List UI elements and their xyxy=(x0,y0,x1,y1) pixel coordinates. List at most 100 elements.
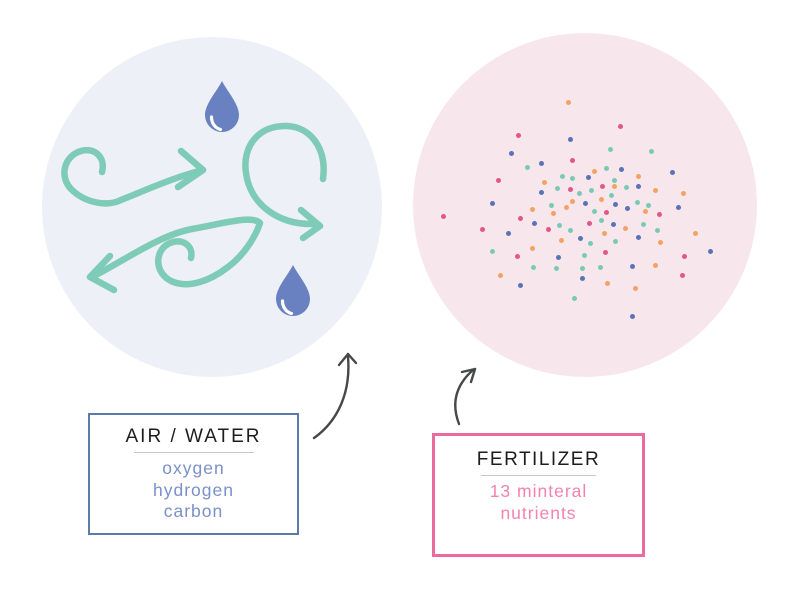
air-water-item-hydrogen: hydrogen xyxy=(153,479,234,500)
nutrient-dot xyxy=(577,235,583,241)
nutrient-dot xyxy=(567,227,573,233)
nutrient-dot xyxy=(681,253,687,259)
divider xyxy=(133,452,254,453)
water-droplet-icon xyxy=(276,265,310,316)
nutrient-dot xyxy=(610,221,616,227)
fertilizer-title: FERTILIZER xyxy=(476,449,601,470)
nutrient-dot xyxy=(601,230,607,236)
nutrient-dot xyxy=(634,199,640,205)
nutrient-dot xyxy=(617,123,623,129)
fertilizer-label-box: FERTILIZER 13 minteral nutrients xyxy=(432,433,645,557)
nutrient-dot xyxy=(563,204,569,210)
divider xyxy=(481,475,596,476)
nutrient-dot xyxy=(622,225,628,231)
nutrient-dot xyxy=(515,132,521,138)
nutrient-dot xyxy=(588,187,594,193)
nutrient-dot xyxy=(657,239,663,245)
nutrient-dot xyxy=(597,264,603,270)
air-water-circle xyxy=(42,37,382,377)
nutrient-dot xyxy=(645,202,651,208)
nutrient-dot xyxy=(648,148,654,154)
nutrient-dot xyxy=(517,215,523,221)
nutrient-dot xyxy=(624,205,630,211)
nutrient-dot xyxy=(489,248,495,254)
nutrient-dot xyxy=(604,280,610,286)
nutrient-dot xyxy=(508,150,514,156)
nutrient-dot xyxy=(599,183,605,189)
nutrient-dot xyxy=(652,187,658,193)
nutrient-dot xyxy=(669,169,675,175)
nutrient-dot xyxy=(479,226,485,232)
nutrient-dot xyxy=(582,200,588,206)
nutrient-dot xyxy=(538,189,544,195)
nutrient-dot xyxy=(567,136,573,142)
nutrient-dot xyxy=(654,227,660,233)
nutrient-dot xyxy=(579,265,585,271)
nutrient-dot xyxy=(603,165,609,171)
nutrient-dot xyxy=(524,164,530,170)
nutrient-dot xyxy=(567,186,573,192)
nutrient-dot xyxy=(569,175,575,181)
nutrient-dot xyxy=(517,282,523,288)
nutrient-dot xyxy=(692,230,698,236)
air-water-title: AIR / WATER xyxy=(125,426,262,447)
nutrient-dot xyxy=(559,173,565,179)
nutrient-dot xyxy=(612,201,618,207)
nutrient-dot xyxy=(581,252,587,258)
nutrient-dot xyxy=(550,210,556,216)
nutrient-dot xyxy=(680,190,686,196)
nutrient-dot xyxy=(541,179,547,185)
nutrient-dot xyxy=(642,208,648,214)
nutrient-dot xyxy=(571,295,577,301)
nutrient-dot xyxy=(635,173,641,179)
nutrient-dot xyxy=(635,183,641,189)
nutrient-dot xyxy=(623,184,629,190)
nutrient-dot xyxy=(565,99,571,105)
nutrient-dot xyxy=(652,262,658,268)
nutrient-dot xyxy=(569,157,575,163)
nutrient-dot xyxy=(608,192,614,198)
nutrient-dot xyxy=(569,198,575,204)
nutrient-dot xyxy=(635,234,641,240)
nutrient-dot xyxy=(529,245,535,251)
air-water-pointer-arrow-icon xyxy=(312,352,358,440)
nutrient-dot xyxy=(529,206,535,212)
nutrient-dot xyxy=(555,254,561,260)
wind-loop-icon xyxy=(242,122,327,242)
nutrient-dot xyxy=(576,190,582,196)
nutrient-dot xyxy=(554,185,560,191)
nutrient-dot xyxy=(586,220,592,226)
nutrient-dot xyxy=(603,209,609,215)
nutrient-dot xyxy=(514,253,520,259)
nutrient-dot xyxy=(585,174,591,180)
water-droplet-icon xyxy=(205,81,239,132)
nutrient-dot xyxy=(640,221,646,227)
air-water-item-oxygen: oxygen xyxy=(162,458,225,478)
nutrient-dot xyxy=(556,222,562,228)
nutrient-dot xyxy=(440,213,446,219)
wind-wave-icon xyxy=(86,216,264,294)
nutrient-dot xyxy=(629,263,635,269)
nutrient-dot xyxy=(489,200,495,206)
nutrient-dot xyxy=(531,220,537,226)
wind-swirl-icon xyxy=(61,146,207,207)
nutrient-dot xyxy=(591,168,597,174)
nutrient-dot xyxy=(611,177,617,183)
air-water-item-carbon: carbon xyxy=(163,501,224,521)
nutrient-dot xyxy=(558,237,564,243)
air-water-label-box: AIR / WATER oxygen hydrogen carbon xyxy=(88,413,299,535)
nutrient-dot xyxy=(707,248,713,254)
nutrient-dot xyxy=(629,313,635,319)
nutrient-dot xyxy=(656,211,662,217)
nutrient-dot xyxy=(602,249,608,255)
nutrient-dot xyxy=(587,240,593,246)
nutrient-dot xyxy=(538,160,544,166)
nutrient-dot xyxy=(611,183,617,189)
nutrient-dot xyxy=(553,265,559,271)
nutrient-dot xyxy=(545,226,551,232)
nutrient-dot xyxy=(679,272,685,278)
nutrient-dot xyxy=(530,264,536,270)
nutrient-dot xyxy=(495,177,501,183)
